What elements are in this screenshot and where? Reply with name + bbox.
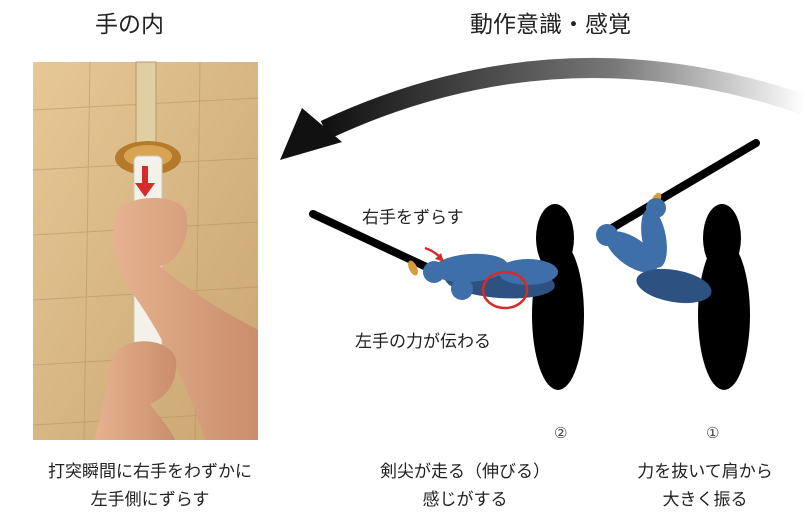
heading-grip: 手の内 xyxy=(95,12,164,38)
label-right-hand: 右手をずらす xyxy=(362,208,464,228)
caption-step1: 力を抜いて肩から 大きく振る xyxy=(605,458,805,514)
caption-step1-line2: 大きく振る xyxy=(662,490,748,510)
figure-step2 xyxy=(309,204,584,390)
arrowhead-icon xyxy=(280,108,342,160)
figure-step1 xyxy=(596,139,760,390)
heading-motion: 動作意識・感覚 xyxy=(470,12,631,38)
shinai-bamboo xyxy=(135,61,157,153)
step-number-1: ① xyxy=(706,424,720,442)
shinai-raise xyxy=(608,139,760,232)
caption-step1-line1: 力を抜いて肩から xyxy=(637,462,773,482)
downward-arrow-icon xyxy=(135,166,155,197)
caption-step2-line1: 剣尖が走る（伸びる） xyxy=(380,462,550,482)
label-left-hand: 左手の力が伝わる xyxy=(355,332,491,352)
tsuba-strike xyxy=(408,260,418,276)
caption-step2: 剣尖が走る（伸びる） 感じがする xyxy=(335,458,595,514)
step-number-2: ② xyxy=(554,424,568,442)
caption-grip: 打突瞬間に右手をわずかに 左手側にずらす xyxy=(0,458,300,514)
caption-grip-line2: 左手側にずらす xyxy=(90,490,210,510)
left-arm xyxy=(95,341,177,440)
motion-arrow xyxy=(280,57,805,160)
torso-silhouette xyxy=(698,240,750,390)
caption-grip-line1: 打突瞬間に右手をわずかに xyxy=(48,462,252,482)
caption-step2-line2: 感じがする xyxy=(422,490,508,510)
right-arm xyxy=(113,197,258,440)
left-hand-highlight xyxy=(481,270,529,310)
grip-photo xyxy=(32,61,259,441)
